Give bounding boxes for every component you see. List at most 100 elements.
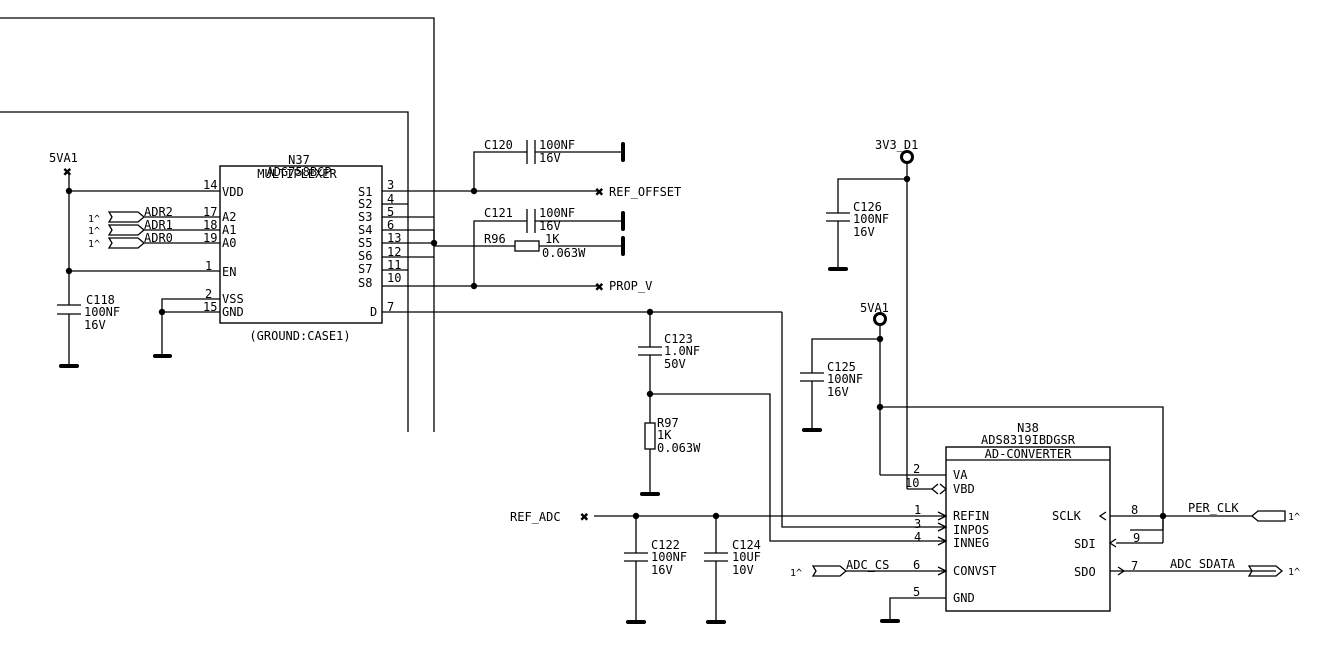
- c124-ref: C124: [732, 538, 761, 552]
- n37-pin-a0-name: A0: [222, 236, 236, 250]
- c125-ref: C125: [827, 360, 856, 374]
- n37-pin-s5-name: S5: [358, 236, 372, 250]
- n38-pin-sdo-name: SDO: [1074, 565, 1096, 579]
- n37-pin-gnd-name: GND: [222, 305, 244, 319]
- adc-sdata-sheetref: 1^: [1288, 567, 1300, 578]
- n38-pin-gnd-name: GND: [953, 591, 975, 605]
- net-per-clk: PER_CLK 1^: [1110, 501, 1300, 544]
- n38-pin-va-num: 2: [913, 462, 920, 476]
- capacitor-c120: C120 100NF 16V: [470, 138, 625, 195]
- r97-value: 1K: [657, 428, 672, 442]
- ic-n37-multiplexer: N37 ADG758BCP MULTIPLEXER (GROUND:CASE1)…: [203, 153, 401, 343]
- net-5va1-left-label: 5VA1: [49, 151, 78, 165]
- adr1-label: ADR1: [144, 218, 173, 232]
- n37-pin-a1-num: 18: [203, 218, 217, 232]
- c124-rating: 10V: [732, 563, 754, 577]
- c123-rating: 50V: [664, 357, 686, 371]
- n37-pin-s5-num: 13: [387, 231, 401, 245]
- n38-pin-sdi-name: SDI: [1074, 537, 1096, 551]
- n38-pin-inpos-num: 3: [914, 517, 921, 531]
- n37-ref: N37: [288, 153, 310, 167]
- n37-pin-s1-num: 3: [387, 178, 394, 192]
- adr1-sheetref: 1^: [88, 226, 100, 237]
- c123-ref: C123: [664, 332, 693, 346]
- n37-pin-s3-name: S3: [358, 210, 372, 224]
- supply-3v3-d1: 3V3_D1 C126 100NF 16V: [826, 138, 918, 475]
- supply-5va1-left: 5VA1 ✖: [49, 151, 220, 305]
- c122-ref: C122: [651, 538, 680, 552]
- no-connect-marker: ✖: [595, 183, 604, 201]
- power-port-icon: [900, 150, 914, 164]
- n37-pin-s1-name: S1: [358, 185, 372, 199]
- n37-output-wiring: [382, 190, 782, 313]
- c120-ref: C120: [484, 138, 513, 152]
- n38-part: ADS8319IBDGSR: [981, 433, 1076, 447]
- n37-pin-s6-num: 12: [387, 245, 401, 259]
- c121-rating: 16V: [539, 219, 561, 233]
- no-connect-marker: ✖: [580, 508, 589, 526]
- power-port-icon: [873, 312, 887, 326]
- c120-rating: 16V: [539, 151, 561, 165]
- n37-pin-s2-name: S2: [358, 197, 372, 211]
- n37-pin-d-name: D: [370, 305, 377, 319]
- n38-ref: N38: [1017, 421, 1039, 435]
- n37-pin-s7-name: S7: [358, 262, 372, 276]
- adr0-sheetref: 1^: [88, 239, 100, 250]
- adr2-sheetref: 1^: [88, 214, 100, 225]
- net-prop-v: ✖ PROP_V: [595, 278, 652, 296]
- top-bus-wires: [0, 17, 435, 432]
- prop-v-label: PROP_V: [609, 279, 652, 293]
- n38-pin-convst-num: 6: [913, 558, 920, 572]
- n37-pin-a2-num: 17: [203, 205, 217, 219]
- c126-ref: C126: [853, 200, 882, 214]
- n37-pin-s7-num: 11: [387, 258, 401, 272]
- adr0-label: ADR0: [144, 231, 173, 245]
- n37-function: MULTIPLEXER: [257, 167, 337, 181]
- n37-pin-d-num: 7: [387, 300, 394, 314]
- r97-rating: 0.063W: [657, 441, 701, 455]
- n37-pin-vdd-name: VDD: [222, 185, 244, 199]
- n37-pin-vss-num: 2: [205, 287, 212, 301]
- c126-rating: 16V: [853, 225, 875, 239]
- n38-pin-inneg-name: INNEG: [953, 536, 989, 550]
- ref-adc-label: REF_ADC: [510, 510, 561, 524]
- net-ref-adc: REF_ADC ✖: [510, 508, 946, 526]
- n37-pin-a0-num: 19: [203, 231, 217, 245]
- no-connect-marker: ✖: [595, 278, 604, 296]
- c125-value: 100NF: [827, 372, 863, 386]
- net-5va1-mid-label: 5VA1: [860, 301, 889, 315]
- c126-value: 100NF: [853, 212, 889, 226]
- n37-ground-wiring: [153, 298, 220, 358]
- c123-value: 1.0NF: [664, 344, 700, 358]
- supply-5va1-mid: 5VA1 C125 100NF 16V: [800, 301, 1164, 531]
- capacitor-c124: C124 10UF 10V: [704, 516, 761, 624]
- resistor-r96: R96 1K 0.063W: [484, 232, 625, 260]
- n37-pin-s8-name: S8: [358, 276, 372, 290]
- capacitor-c122: C122 100NF 16V: [624, 516, 687, 624]
- n37-pin-s3-num: 5: [387, 205, 394, 219]
- n37-pin-vdd-num: 14: [203, 178, 217, 192]
- c118-rating: 16V: [84, 318, 106, 332]
- n38-pin-refin-name: REFIN: [953, 509, 989, 523]
- c121-ref: C121: [484, 206, 513, 220]
- capacitor-c121: C121 100NF 16V: [470, 206, 625, 290]
- c124-value: 10UF: [732, 550, 761, 564]
- n38-pin-va-name: VA: [953, 468, 968, 482]
- n37-pin-a1-name: A1: [222, 223, 236, 237]
- n37-ground-note: (GROUND:CASE1): [249, 329, 350, 343]
- n37-pin-a2-name: A2: [222, 210, 236, 224]
- n38-pin-refin-num: 1: [914, 503, 921, 517]
- n38-pin-sdo-num: 7: [1131, 559, 1138, 573]
- n37-pin-s8-num: 10: [387, 271, 401, 285]
- adc-cs-sheetref: 1^: [790, 568, 802, 579]
- c118-ref: C118: [86, 293, 115, 307]
- r96-value: 1K: [545, 232, 560, 246]
- c118-value: 100NF: [84, 305, 120, 319]
- net-adc-cs: 1^ ADC_CS: [790, 558, 946, 579]
- n38-pin-vbd-num: 10: [905, 476, 919, 490]
- c120-value: 100NF: [539, 138, 575, 152]
- c122-rating: 16V: [651, 563, 673, 577]
- capacitor-c123: C123 1.0NF 50V: [638, 308, 700, 423]
- n38-pin-gnd-num: 5: [913, 585, 920, 599]
